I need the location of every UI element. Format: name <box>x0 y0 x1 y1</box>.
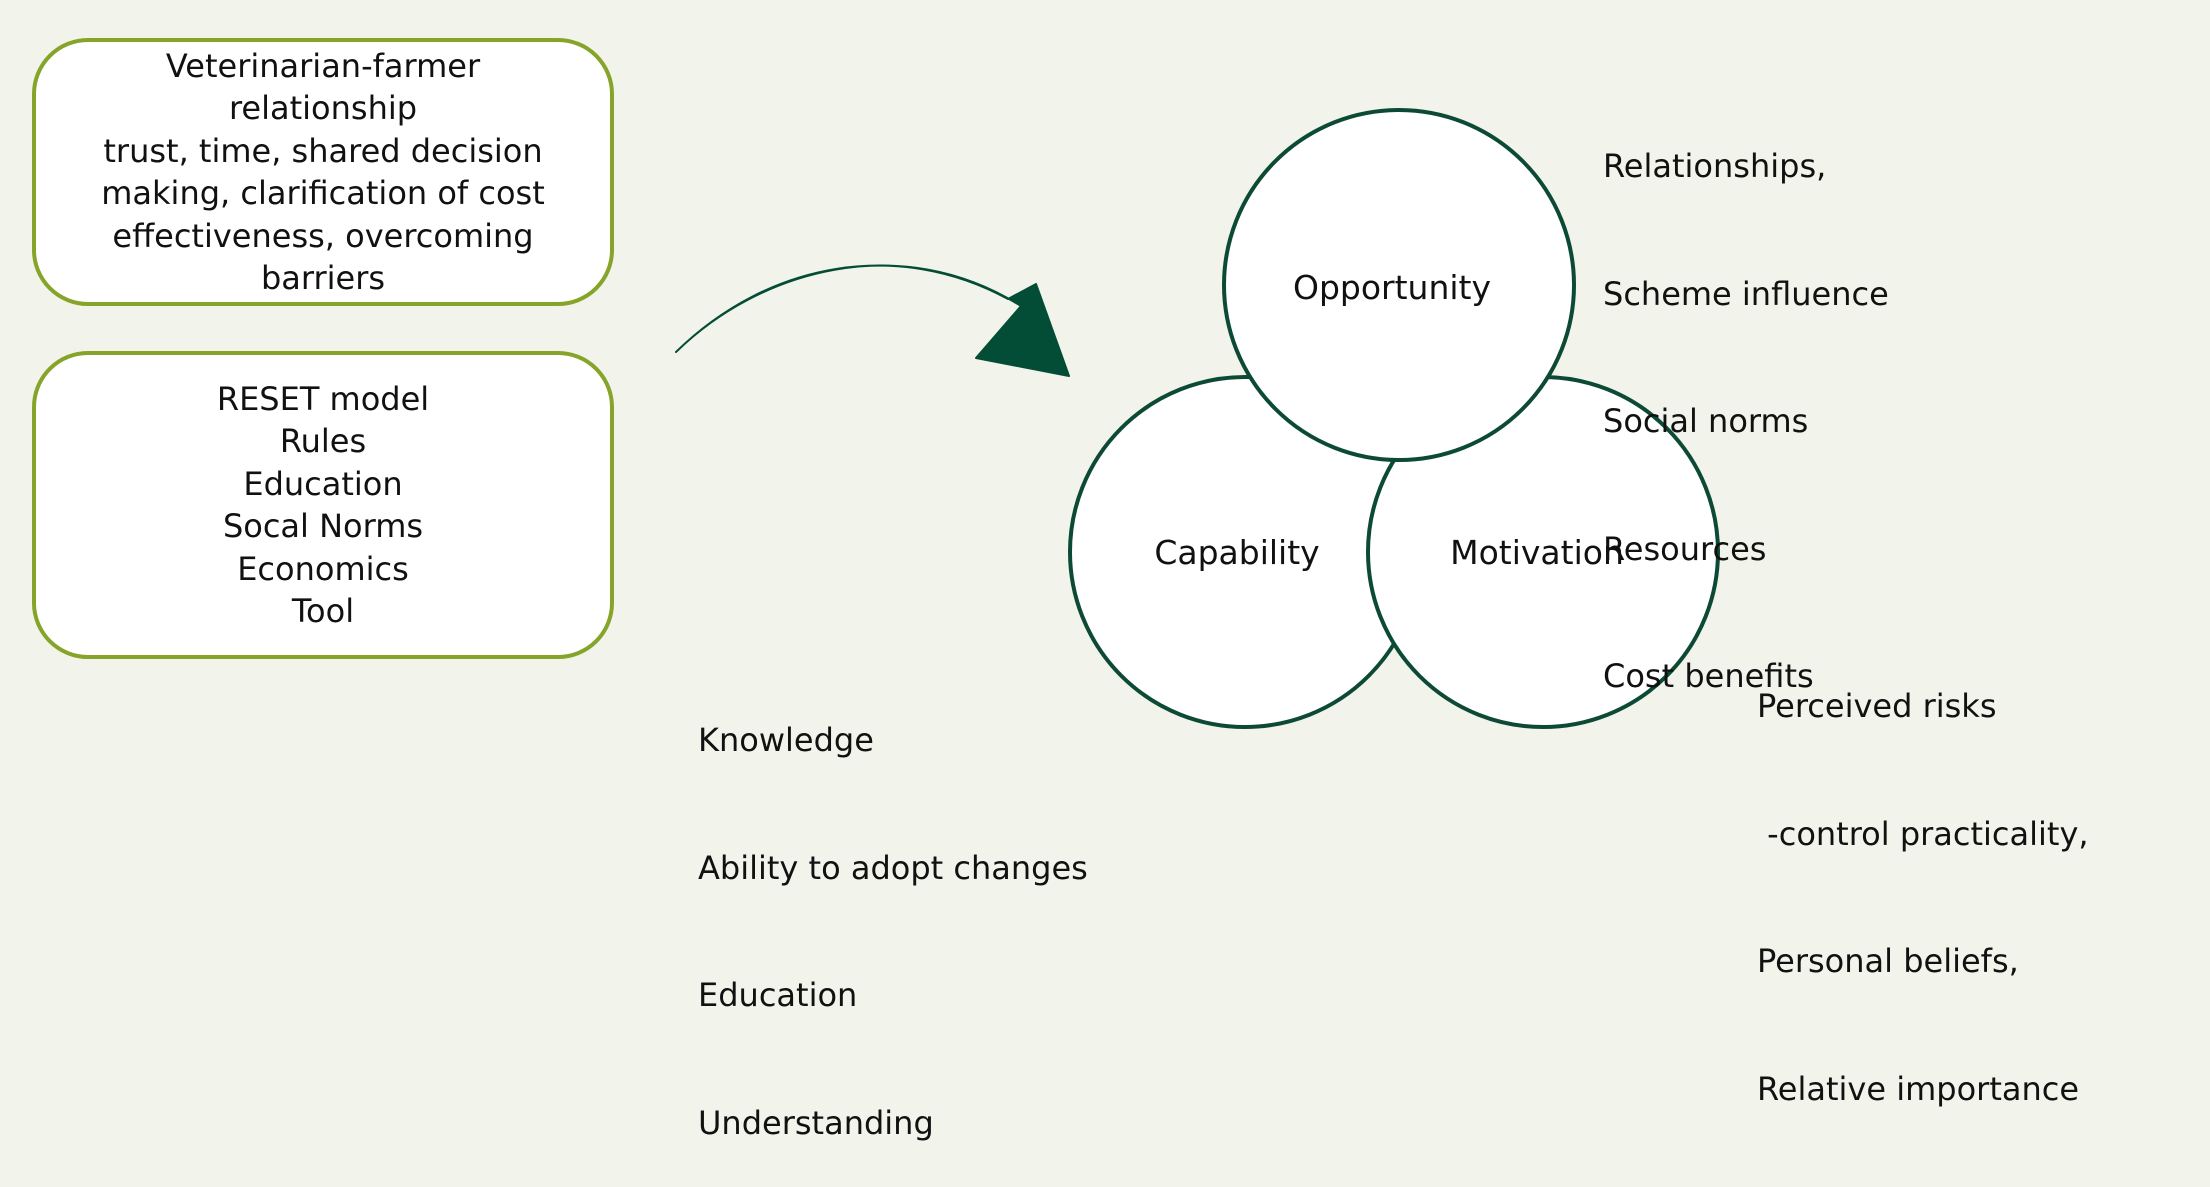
list-item: Understanding <box>698 1103 934 1142</box>
list-item: Ability to adopt changes <box>698 848 1088 887</box>
vet-farmer-relationship-box: Veterinarian-farmer relationship trust, … <box>32 38 614 306</box>
reset-model-box: RESET model Rules Education Socal Norms … <box>32 351 614 659</box>
opportunity-circle <box>1222 108 1576 462</box>
com-b-diagram: Opportunity Capability Motivation <box>675 108 1720 729</box>
list-item: Knowledge <box>698 721 874 759</box>
list-item: Cost benefits <box>1603 657 1814 695</box>
box-line: Education <box>243 464 403 503</box>
motivation-factors-list: Perceived risks -control practicality, P… <box>1757 600 2089 1153</box>
capability-label: Capability <box>1154 533 1319 572</box>
box-line: Rules <box>279 422 367 460</box>
box-line: making, clarification of cost <box>101 174 545 212</box>
box-line: barriers <box>260 259 386 297</box>
list-item: Resources <box>1603 529 1767 568</box>
list-item: Social norms <box>1603 402 1809 440</box>
box-line: Economics <box>237 549 409 588</box>
list-item: Scheme influence <box>1603 274 1889 313</box>
opportunity-factors-list: Relationships, Scheme influence Social n… <box>1603 60 1889 740</box>
curved-arrow <box>675 264 1070 377</box>
box-line: Socal Norms <box>222 507 424 545</box>
capability-factors-list: Knowledge Ability to adopt changes Educa… <box>698 634 1088 1187</box>
list-item: Perceived risks <box>1757 687 1997 725</box>
list-item: -control practicality, <box>1757 814 2089 853</box>
list-item: Relative importance <box>1757 1069 2080 1108</box>
box-line: effectiveness, overcoming <box>112 216 534 255</box>
box-line: Veterinarian-farmer <box>165 46 481 85</box>
box-line: relationship <box>228 89 418 127</box>
opportunity-label: Opportunity <box>1293 268 1491 307</box>
box-line: RESET model <box>216 379 430 418</box>
list-item: Personal beliefs, <box>1757 942 2019 980</box>
box-line: trust, time, shared decision <box>103 131 543 170</box>
motivation-label: Motivation <box>1450 533 1624 572</box>
list-item: Education <box>698 976 858 1014</box>
box-line: Tool <box>291 592 355 630</box>
list-item: Relationships, <box>1603 147 1827 185</box>
